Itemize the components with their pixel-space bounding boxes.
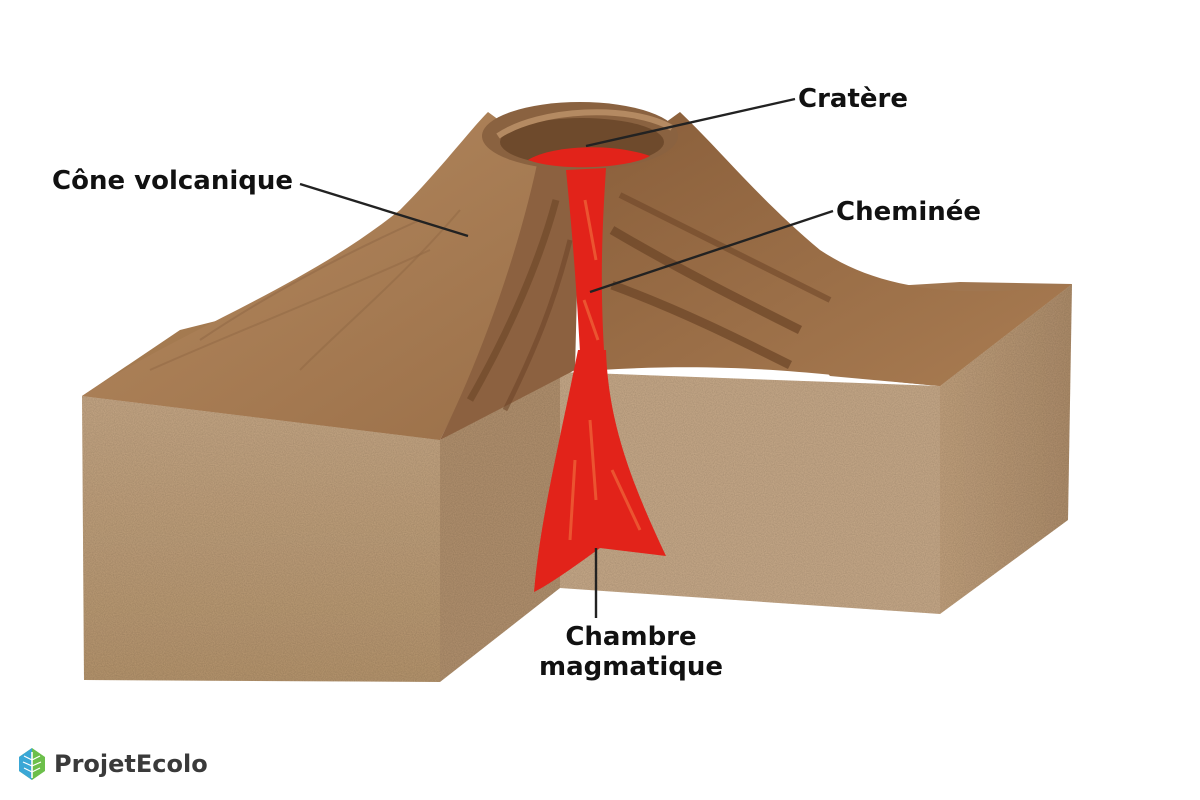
soil-front-left-face [82,396,440,682]
magma [528,147,666,592]
cone-left-slope [82,112,580,440]
soil-right-face [940,284,1072,614]
leader-cone [299,182,469,238]
leader-chimney [589,209,834,294]
magma-crater-pool [528,147,650,168]
soil-notch-left-face [440,372,560,682]
label-chimney: Cheminée [836,197,982,227]
label-magma-chamber: Chambre magmatique [536,622,726,682]
leader-lines [299,97,834,618]
leaf-icon [19,748,45,780]
projetecolo-logo: ProjetEcolo [16,746,208,782]
logo-text: ProjetEcolo [54,750,208,778]
label-crater: Cratère [798,84,908,114]
label-volcanic-cone: Cône volcanique [52,166,293,196]
cone-right-slope [600,112,1072,386]
magma-chamber [534,350,666,592]
leader-crater [585,97,796,148]
label-magma-chamber-line2: magmatique [539,652,723,682]
volcanic-cone [82,102,1072,440]
magma-chimney [566,168,606,352]
cone-cut-left [440,150,580,440]
label-magma-chamber-line1: Chambre [565,622,697,652]
